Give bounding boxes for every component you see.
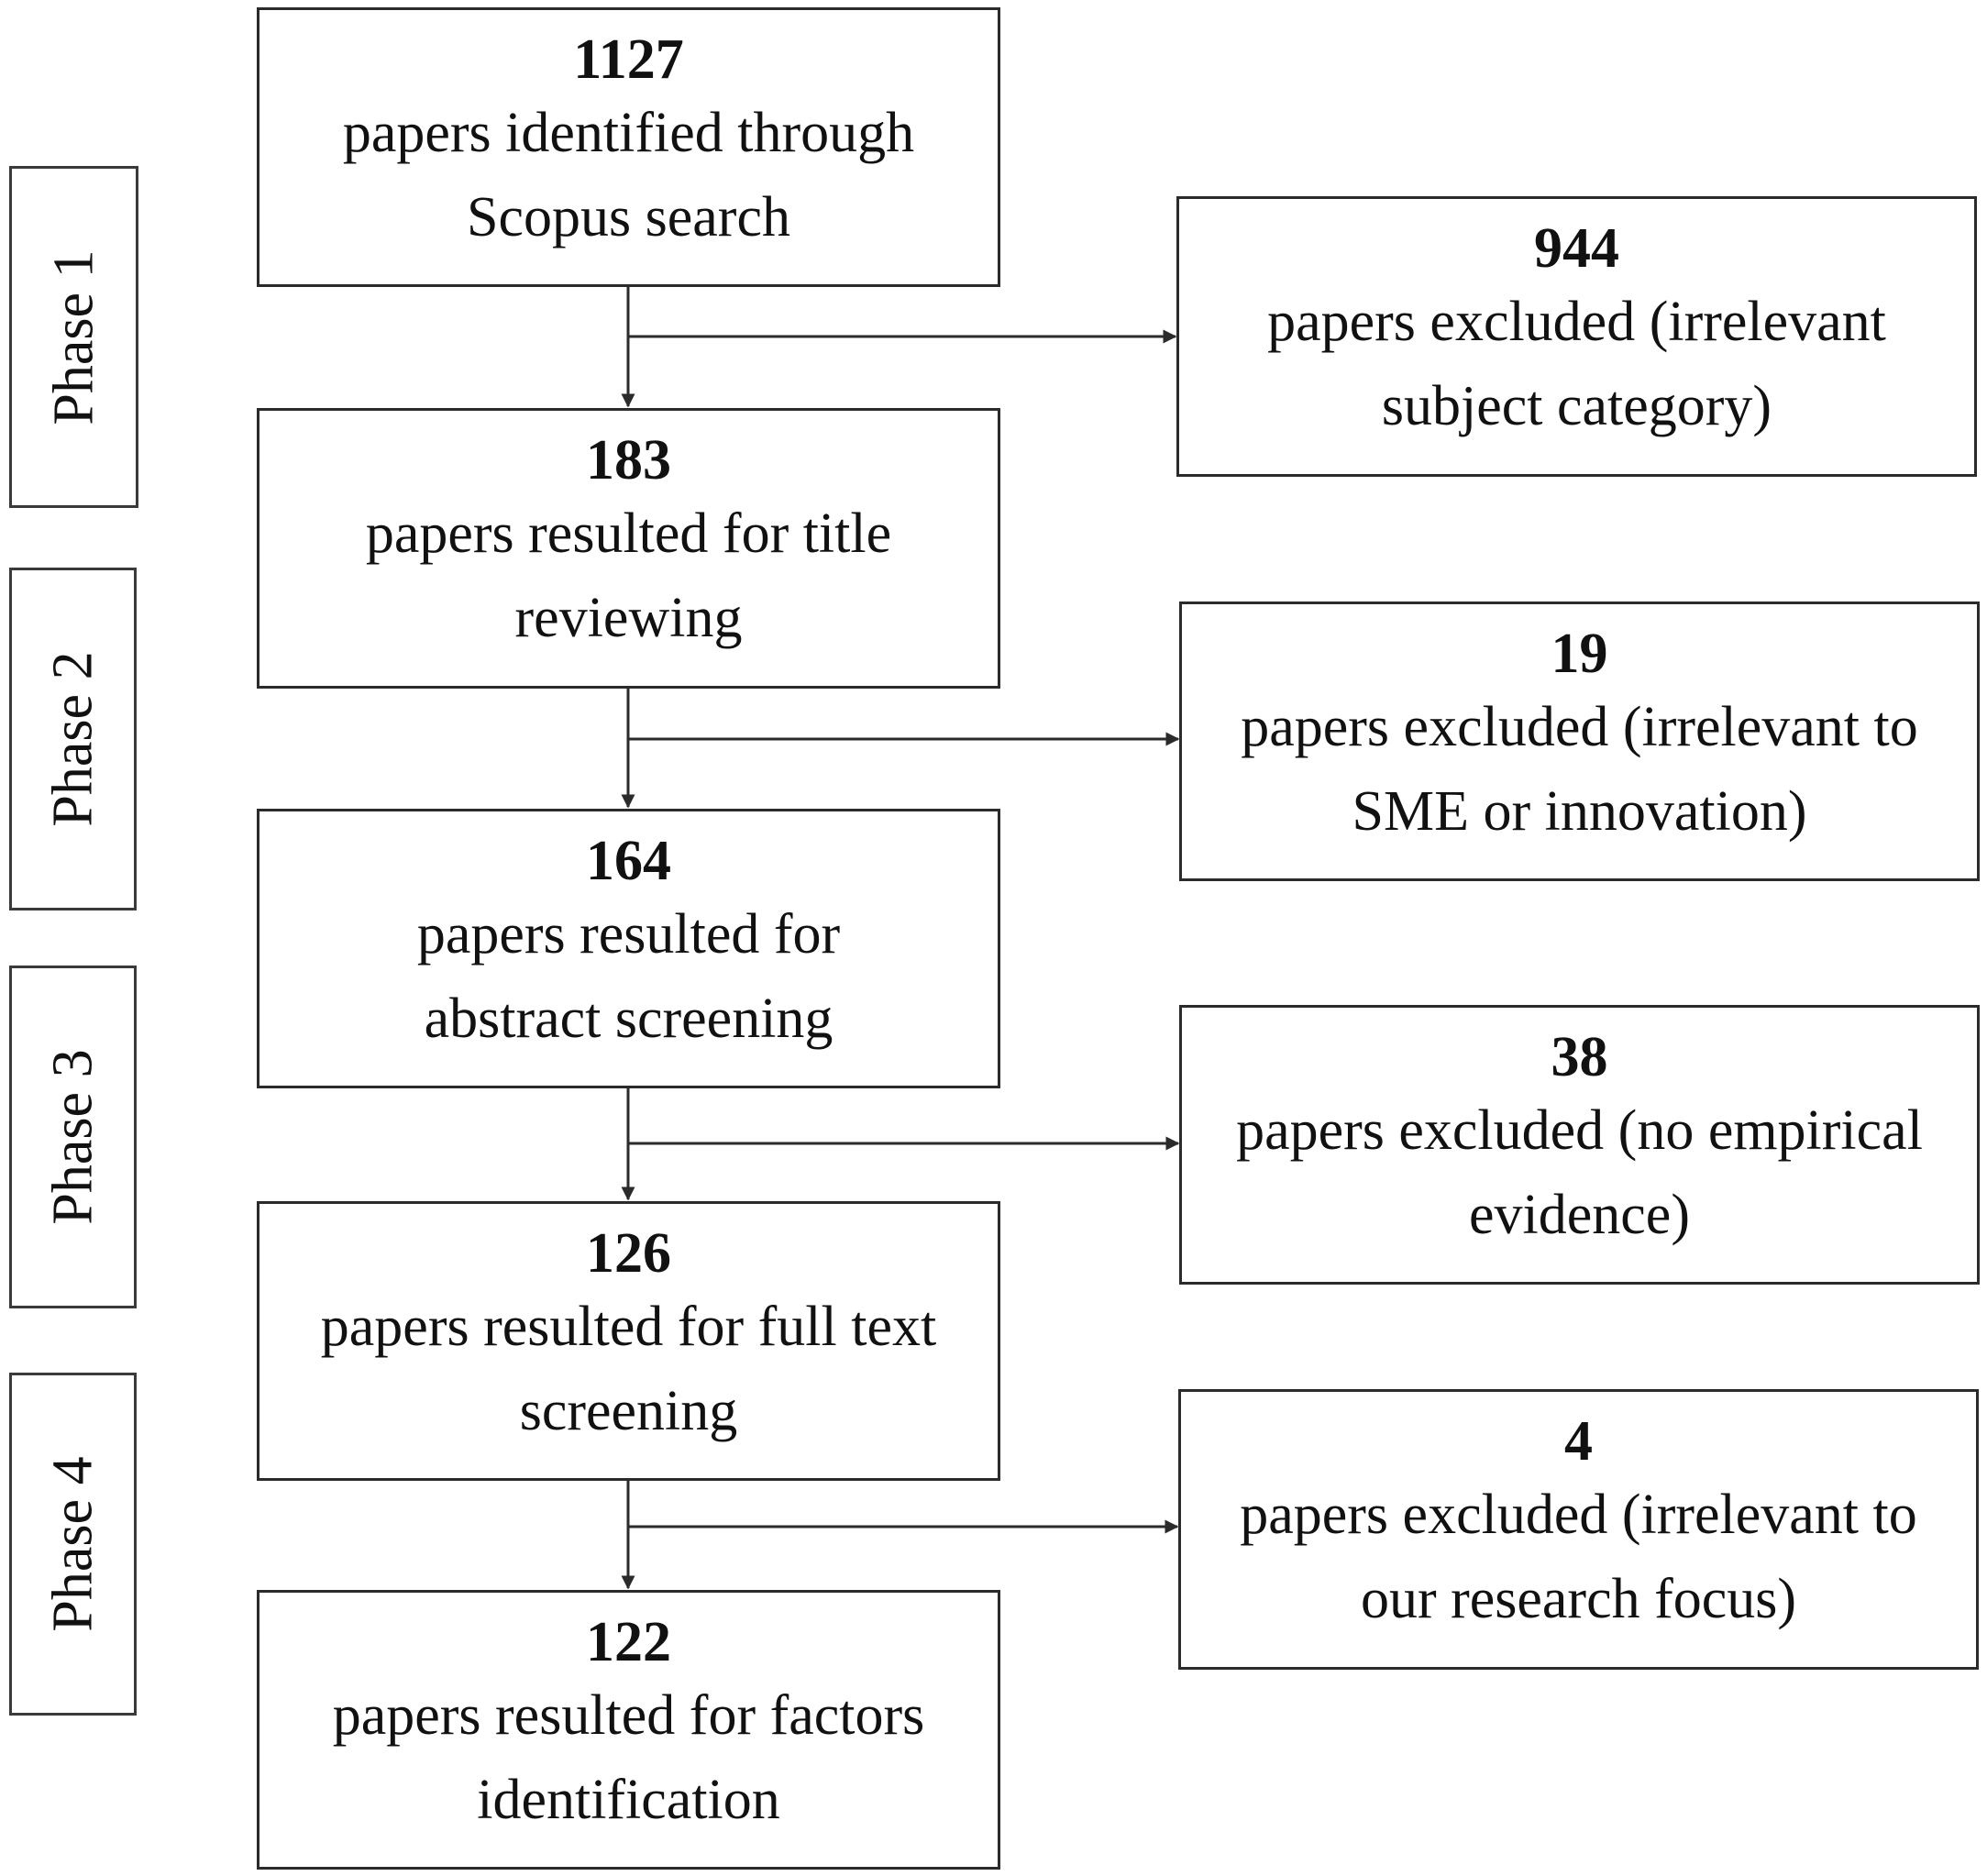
- excluded-box-3-line-2: evidence): [1469, 1184, 1690, 1246]
- excluded-box-3-count: 38: [1551, 1026, 1608, 1088]
- main-box-5-line-1: papers resulted for factors: [332, 1684, 925, 1747]
- excluded-box-2: 19 papers excluded (irrelevant to SME or…: [1179, 601, 1980, 881]
- excluded-box-1-line-2: subject category): [1381, 375, 1772, 437]
- excluded-box-2-line-2: SME or innovation): [1352, 780, 1807, 843]
- excluded-box-4-count: 4: [1564, 1410, 1593, 1473]
- main-box-4-line-1: papers resulted for full text: [320, 1296, 937, 1358]
- excluded-box-1: 944 papers excluded (irrelevant subject …: [1176, 196, 1977, 477]
- main-box-2-count: 183: [586, 429, 671, 491]
- main-box-5-count: 122: [586, 1611, 671, 1673]
- main-box-5: 122 papers resulted for factors identifi…: [257, 1590, 1000, 1870]
- excluded-box-4-line-1: papers excluded (irrelevant to: [1240, 1484, 1917, 1546]
- main-box-2: 183 papers resulted for title reviewing: [257, 408, 1000, 689]
- excluded-box-3: 38 papers excluded (no empirical evidenc…: [1179, 1005, 1980, 1285]
- main-box-5-line-2: identification: [477, 1769, 780, 1831]
- main-box-1-line-1: papers identified through: [342, 102, 915, 164]
- main-box-2-line-2: reviewing: [514, 587, 743, 649]
- excluded-box-2-line-1: papers excluded (irrelevant to: [1241, 696, 1918, 758]
- excluded-box-4-line-2: our research focus): [1360, 1568, 1797, 1630]
- main-box-3-count: 164: [586, 830, 671, 892]
- main-box-1: 1127 papers identified through Scopus se…: [257, 7, 1000, 287]
- main-box-1-count: 1127: [573, 28, 684, 91]
- main-box-3: 164 papers resulted for abstract screeni…: [257, 809, 1000, 1088]
- phase-label-2: Phase 2: [9, 568, 137, 910]
- excluded-box-2-count: 19: [1551, 623, 1608, 685]
- phase-2-text: Phase 2: [41, 651, 104, 827]
- main-box-3-line-2: abstract screening: [424, 988, 833, 1050]
- excluded-box-3-line-1: papers excluded (no empirical: [1236, 1099, 1923, 1162]
- main-box-1-line-2: Scopus search: [467, 186, 790, 248]
- main-box-3-line-1: papers resulted for: [416, 903, 841, 966]
- main-box-2-line-1: papers resulted for title: [365, 502, 892, 565]
- excluded-box-4: 4 papers excluded (irrelevant to our res…: [1178, 1389, 1979, 1670]
- excluded-box-1-count: 944: [1534, 217, 1619, 280]
- phase-label-3: Phase 3: [9, 966, 137, 1308]
- phase-4-text: Phase 4: [41, 1456, 104, 1632]
- phase-3-text: Phase 3: [41, 1049, 104, 1225]
- phase-label-4: Phase 4: [9, 1373, 137, 1716]
- main-box-4-count: 126: [586, 1222, 671, 1285]
- main-box-4: 126 papers resulted for full text screen…: [257, 1201, 1000, 1481]
- excluded-box-1-line-1: papers excluded (irrelevant: [1267, 291, 1886, 353]
- phase-1-text: Phase 1: [42, 248, 105, 425]
- main-box-4-line-2: screening: [519, 1380, 738, 1442]
- phase-label-1: Phase 1: [9, 166, 138, 508]
